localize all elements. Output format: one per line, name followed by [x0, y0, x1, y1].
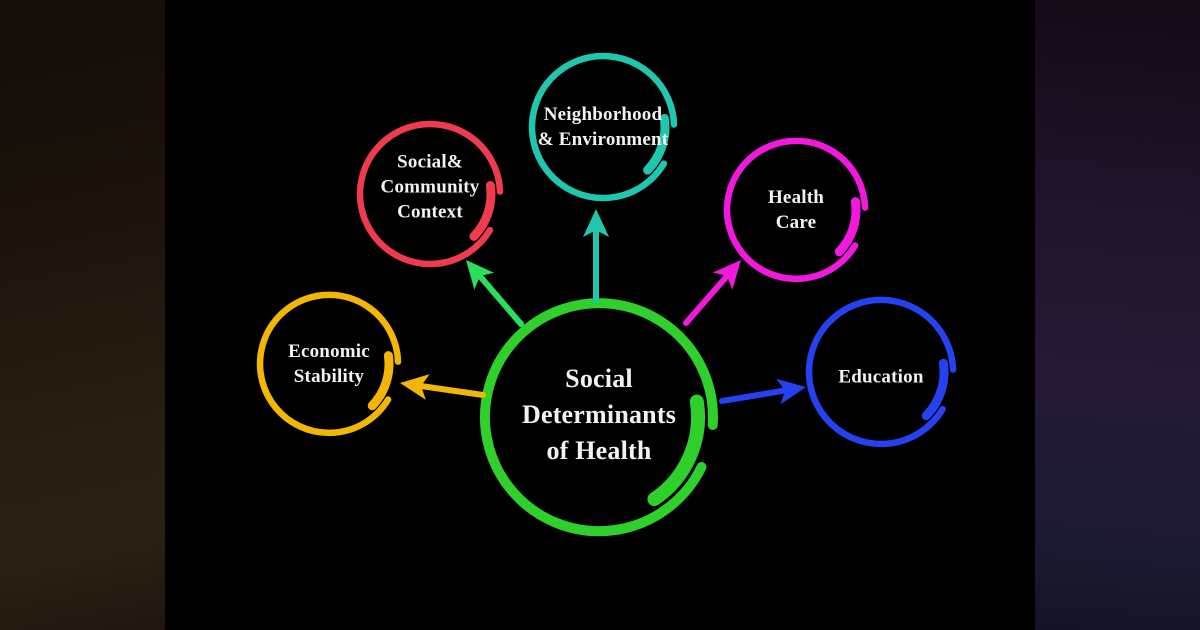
arrow-head-health-care	[712, 260, 741, 290]
arrow-head-economic-stability	[400, 374, 430, 400]
node-ring-tail-health-care	[834, 197, 861, 257]
arrow-shaft-economic-stability	[418, 383, 486, 398]
arrow-shaft-education	[719, 387, 788, 404]
node-ring-health-care	[723, 137, 869, 283]
node-ring-education	[805, 296, 957, 448]
node-ring-tail-economic-stability	[367, 351, 394, 411]
node-ring-neighborhood-environment	[528, 52, 678, 202]
background-right-band	[1035, 0, 1200, 630]
node-ring-social-determinants-of-health	[480, 298, 718, 537]
arrow-shaft-social-community-context	[477, 273, 524, 327]
node-ring-tail-education	[921, 358, 949, 421]
background-left-band	[0, 0, 165, 630]
node-ring-tail-social-determinants-of-health	[647, 394, 706, 507]
node-ring-social-community-context	[356, 120, 504, 268]
arrow-shaft-health-care	[683, 273, 730, 326]
arrow-head-neighborhood-environment	[583, 209, 609, 237]
arrow-head-social-community-context	[466, 260, 495, 290]
node-ring-tail-social-community-context	[469, 181, 496, 241]
node-ring-economic-stability	[256, 291, 402, 437]
arrow-head-education	[776, 378, 806, 405]
node-ring-tail-neighborhood-environment	[643, 113, 670, 175]
